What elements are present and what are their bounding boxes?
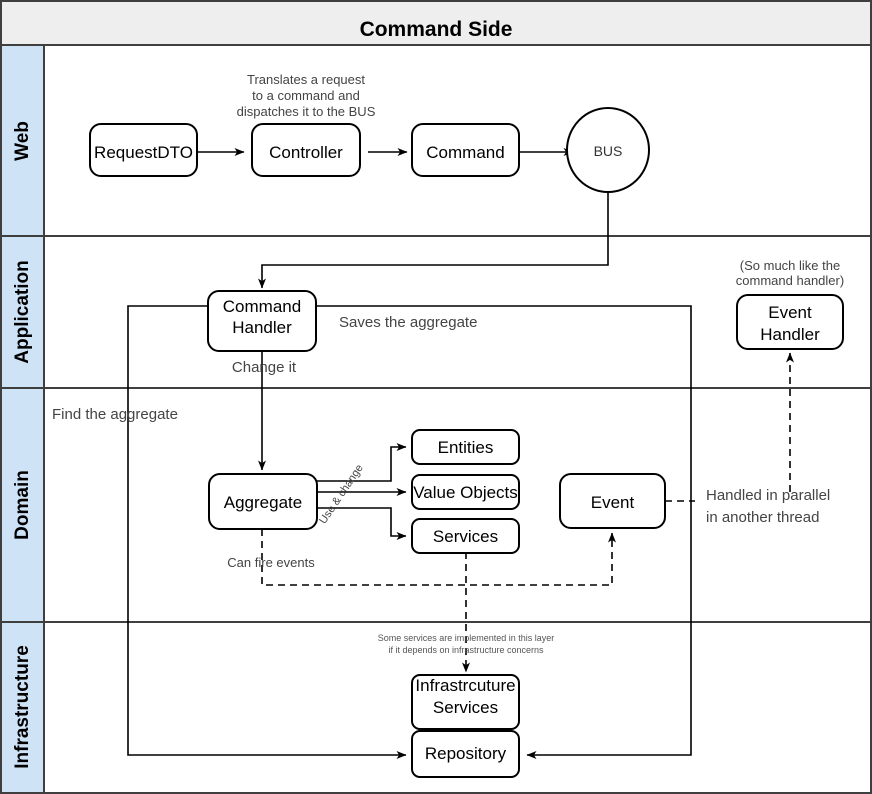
note-translates-line3: dispatches it to the BUS (237, 104, 376, 119)
lane-label-infrastructure: Infrastructure (12, 645, 33, 769)
node-aggregate-label: Aggregate (224, 493, 302, 512)
edge-command-handler-to-repository-save (316, 305, 692, 759)
node-repository[interactable] (411, 730, 520, 778)
lane-header-domain (0, 387, 45, 623)
node-value-objects[interactable] (411, 474, 520, 510)
edge-aggregate-to-entities (317, 443, 407, 482)
edge-command-handler-to-repository-find (127, 305, 407, 759)
lane-label-web: Web (12, 121, 33, 161)
node-services-label: Services (433, 527, 498, 546)
node-command-label: Command (426, 143, 504, 162)
node-aggregate[interactable] (208, 473, 318, 530)
node-event-label: Event (591, 493, 635, 512)
node-requestdto-label: RequestDTO (94, 143, 193, 162)
note-some-services-line1: Some services are implemented in this la… (378, 633, 555, 643)
node-bus-label: BUS (594, 143, 623, 159)
note-some-services-line2: if it depends on infrastructure concerns (388, 645, 544, 655)
node-command-handler[interactable] (207, 290, 317, 352)
title-bar (0, 0, 872, 46)
node-infrastructure-services[interactable] (411, 674, 520, 730)
lane-label-domain: Domain (12, 470, 33, 540)
node-infrastructure-services-label-line2: Services (433, 698, 498, 717)
node-entities[interactable] (411, 429, 520, 465)
node-controller-label: Controller (269, 143, 343, 162)
node-command-handler-label-line1: Command (223, 297, 301, 316)
note-change-it: Change it (232, 359, 297, 376)
edge-event-to-event-handler (665, 352, 794, 502)
lane-label-application: Application (12, 260, 33, 363)
note-translates-line1: Translates a request (247, 72, 365, 87)
node-command-handler-label-line2: Handler (232, 318, 292, 337)
edge-aggregate-to-event (261, 529, 616, 586)
edge-aggregate-to-services (317, 507, 407, 540)
node-services[interactable] (411, 518, 520, 554)
node-infrastructure-services-label-line1: Infrastrcuture (415, 676, 515, 695)
note-so-much-like-line2: command handler) (736, 273, 844, 288)
note-so-much-like-line1: (So much like the (740, 258, 840, 273)
node-command[interactable] (411, 123, 520, 177)
page-title: Command Side (360, 18, 513, 41)
node-value-objects-label: Value Objects (413, 483, 518, 502)
node-controller[interactable] (251, 123, 361, 177)
note-use-and-change: Use & change (317, 462, 366, 526)
note-can-fire-events: Can fire events (227, 555, 315, 570)
lane-header-infrastructure (0, 621, 45, 794)
note-handled-in-parallel-line2: in another thread (706, 509, 819, 526)
node-event[interactable] (559, 473, 666, 529)
node-requestdto[interactable] (89, 123, 198, 177)
note-find-the-aggregate: Find the aggregate (52, 406, 178, 423)
node-event-handler-label-line1: Event (768, 303, 812, 322)
note-saves-the-aggregate: Saves the aggregate (339, 314, 477, 331)
node-entities-label: Entities (438, 438, 494, 457)
node-event-handler[interactable] (736, 294, 844, 350)
node-bus[interactable] (566, 107, 650, 193)
node-repository-label: Repository (425, 744, 507, 763)
note-handled-in-parallel-line1: Handled in parallel (706, 487, 830, 504)
edge-bus-to-command-handler (258, 192, 609, 289)
node-event-handler-label-line2: Handler (760, 325, 820, 344)
note-translates-line2: to a command and (252, 88, 360, 103)
